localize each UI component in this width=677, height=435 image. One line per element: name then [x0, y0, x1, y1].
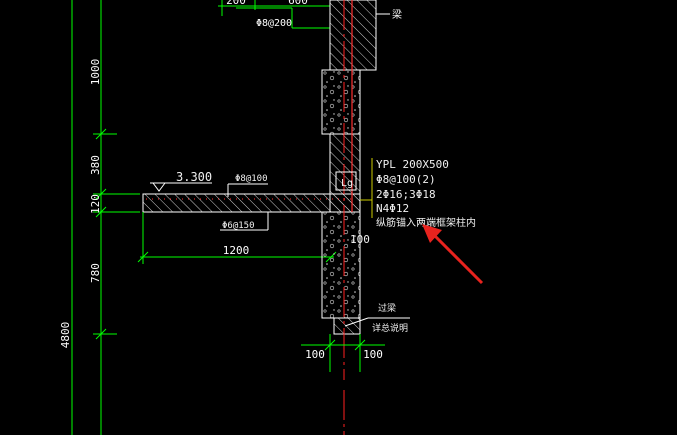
dim-1200: 1200 — [223, 244, 250, 257]
dim-100-bottom-right: 100 — [363, 348, 383, 361]
top-stirrup-label: Φ8@200 — [256, 18, 292, 29]
level-marker — [150, 182, 212, 192]
lintel-label: 过梁 — [378, 302, 396, 314]
bottom-dimension-line — [301, 334, 385, 372]
beam-callout-line4: N4Φ12 — [376, 202, 409, 215]
slab-level-label: 3.300 — [176, 170, 212, 184]
beam-callout-line2: Φ8@100(2) — [376, 173, 436, 186]
dim-120: 120 — [89, 194, 102, 214]
slab-bottom-rebar-label: Φ6@150 — [222, 221, 255, 231]
lower-concrete-wall — [321, 211, 361, 319]
dim-100-bottom-left: 100 — [305, 348, 325, 361]
top-rebar-leader — [227, 183, 268, 197]
dim-780: 780 — [89, 263, 102, 283]
dim-380: 380 — [89, 155, 102, 175]
lg-box — [335, 171, 357, 191]
vertical-dimension-chain — [71, 0, 140, 435]
slab-top-rebar-label: Φ8@100 — [235, 174, 268, 184]
lintel-leader — [344, 317, 410, 327]
upper-beam — [329, 0, 377, 71]
col-100-label: 100 — [350, 233, 370, 246]
dim-1000: 1000 — [89, 59, 102, 86]
beam-callout-line1: YPL 200X500 — [376, 158, 449, 171]
dim-600-top: 600 — [288, 0, 308, 7]
bottom-lintel — [333, 317, 361, 335]
annotation-arrow — [422, 224, 484, 285]
lg-label: Lg — [341, 178, 353, 189]
upper-concrete-block — [321, 69, 361, 135]
dim-200-top: 200 — [226, 0, 246, 7]
callout-leader — [360, 158, 373, 218]
lintel-note: 详总说明 — [372, 322, 408, 334]
beam-label: 梁 — [392, 8, 402, 21]
beam-callout-line5: 纵筋锚入两端框架柱内 — [376, 216, 476, 229]
bottom-rebar-leader — [220, 212, 269, 231]
cantilever-slab — [142, 193, 361, 213]
dim-4800: 4800 — [59, 322, 72, 349]
beam-callout-line3: 2Φ16;3Φ18 — [376, 188, 436, 201]
top-dimension-line — [218, 0, 330, 29]
